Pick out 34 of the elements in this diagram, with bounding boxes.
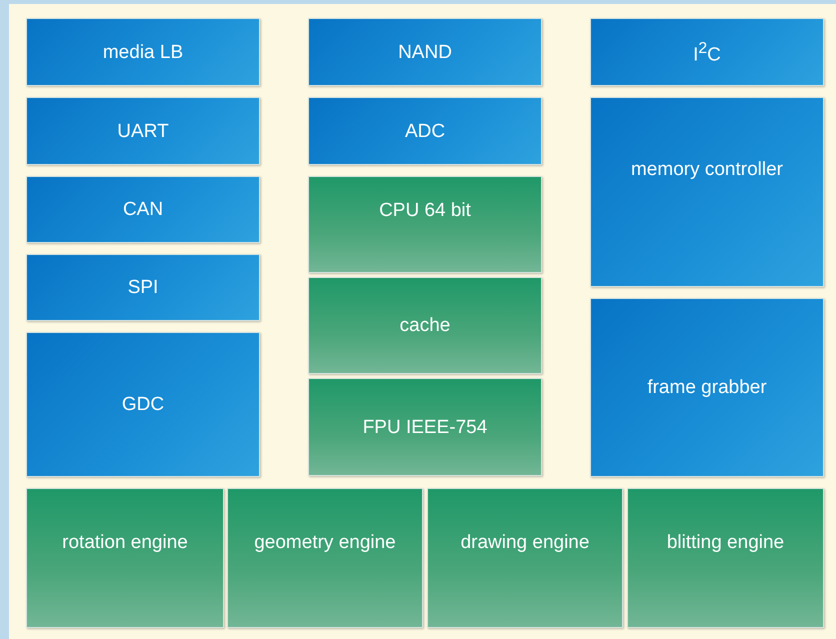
block-label: CAN xyxy=(122,198,164,221)
block-box xyxy=(26,176,260,243)
block-label: rotation engine xyxy=(61,531,189,554)
block-label: cache xyxy=(398,314,452,337)
block-box xyxy=(308,277,542,374)
block-box xyxy=(590,18,824,86)
block-label: drawing engine xyxy=(460,531,590,554)
block-box xyxy=(26,332,260,477)
block-label: GDC xyxy=(120,393,166,416)
block-label: geometry engine xyxy=(253,531,397,554)
block-label: media LB xyxy=(102,40,184,64)
block-label: blitting engine xyxy=(666,531,786,554)
block-label: NAND xyxy=(397,40,453,64)
block-box xyxy=(308,18,542,86)
block-label: SPI xyxy=(126,276,160,299)
block-label: frame grabber xyxy=(646,376,768,399)
block-box xyxy=(308,97,542,165)
block-label: memory controller xyxy=(630,158,784,181)
block-box xyxy=(227,488,423,628)
block-box xyxy=(308,378,542,476)
block-box xyxy=(590,97,824,287)
block-label: CPU 64 bit xyxy=(378,199,472,222)
block-box xyxy=(427,488,623,628)
block-label: FPU IEEE-754 xyxy=(362,416,488,438)
block-box xyxy=(26,97,260,165)
block-box xyxy=(308,176,542,273)
block-box xyxy=(590,298,824,477)
block-label: UART xyxy=(116,120,170,142)
block-box xyxy=(26,18,260,86)
block-box xyxy=(26,488,224,628)
block-label: I$^{2}$C xyxy=(692,39,722,67)
block-box xyxy=(627,488,824,628)
block-box xyxy=(26,254,260,321)
block-label: ADC xyxy=(404,120,446,142)
